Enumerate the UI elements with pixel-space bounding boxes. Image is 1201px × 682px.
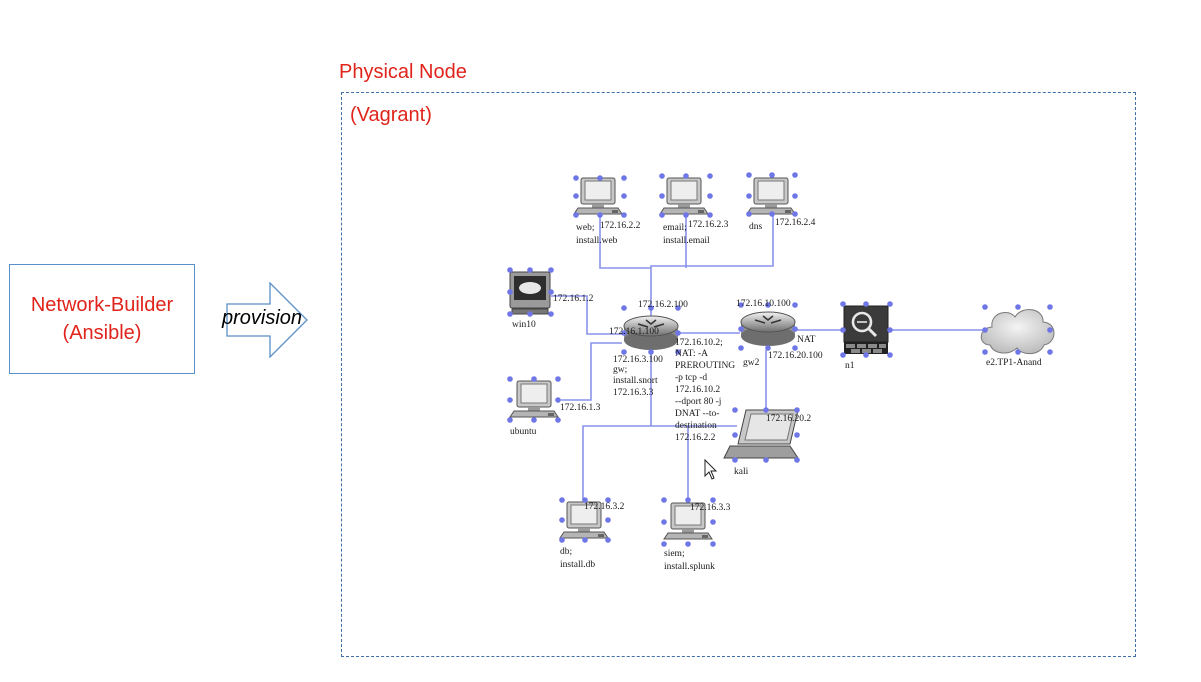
- network-builder-box: Network-Builder (Ansible): [9, 264, 195, 374]
- db-name: db;: [560, 547, 572, 557]
- connection-lines: [551, 212, 985, 500]
- gw2-ip-right: 172.16.20.100: [768, 351, 823, 361]
- nat-rule-line: -p tcp -d: [675, 373, 707, 383]
- nat-rule-line: 172.16.10.2: [675, 385, 720, 395]
- siem-server-icon[interactable]: [661, 497, 716, 547]
- email-name: email;: [663, 223, 687, 233]
- kali-laptop-icon[interactable]: [723, 407, 800, 463]
- gw-ip-extra: 172.16.3.3: [613, 388, 654, 398]
- n1-name: n1: [845, 361, 855, 371]
- nat-rule-line: destination: [675, 421, 717, 431]
- ansible-label: (Ansible): [62, 322, 142, 344]
- vagrant-frame: [341, 92, 1136, 657]
- network-builder-label: Network-Builder: [30, 294, 174, 316]
- nat-rule-line: --dport 80 -j: [675, 397, 721, 407]
- db-ip: 172.16.3.2: [584, 502, 625, 512]
- dns-name: dns: [749, 222, 763, 232]
- siem-name: siem;: [664, 549, 685, 559]
- provision-arrow-icon: [226, 282, 308, 358]
- physical-node-title: Physical Node: [339, 61, 467, 83]
- vagrant-label: (Vagrant): [350, 104, 432, 126]
- cloud-name: e2.TP1-Anand: [986, 358, 1042, 368]
- nat-rule-line: 172.16.2.2: [675, 433, 716, 443]
- nat-rule-line: DNAT --to-: [675, 409, 719, 419]
- email-cmd: install.email: [663, 236, 710, 246]
- win10-host-icon[interactable]: [507, 267, 554, 317]
- dns-server-icon[interactable]: [746, 172, 798, 217]
- siem-ip: 172.16.3.3: [690, 503, 731, 513]
- gw-router-icon[interactable]: [621, 305, 681, 355]
- gw2-router-icon[interactable]: [738, 302, 798, 351]
- mouse-cursor-icon: [704, 458, 718, 480]
- gw2-nat-label: NAT: [797, 335, 816, 345]
- gw-ip-top: 172.16.2.100: [638, 300, 688, 310]
- kali-ip: 172.16.20.2: [766, 414, 811, 424]
- email-server-icon[interactable]: [659, 173, 713, 218]
- db-server-icon[interactable]: [559, 497, 611, 543]
- gw2-name: gw2: [743, 358, 760, 368]
- email-ip: 172.16.2.3: [688, 220, 729, 230]
- nat-rule-line: 172.16.10.2;: [675, 338, 723, 348]
- gw2-ip-top: 172.16.10.100: [736, 299, 791, 309]
- gw-name: gw;: [613, 365, 627, 375]
- nat-rule-line: NAT: -A: [675, 349, 708, 359]
- ubuntu-ip: 172.16.1.3: [560, 403, 601, 413]
- win10-ip: 172.16.1.2: [553, 294, 594, 304]
- nat-rule-text: 172.16.10.2; NAT: -A PREROUTING -p tcp -…: [675, 338, 735, 443]
- db-cmd: install.db: [560, 560, 595, 570]
- gw-ip-below: 172.16.3.100: [613, 355, 663, 365]
- web-ip: 172.16.2.2: [600, 221, 641, 231]
- siem-cmd: install.splunk: [664, 562, 715, 572]
- ubuntu-host-icon[interactable]: [507, 376, 561, 423]
- gw-cmd: install.snort: [613, 376, 658, 386]
- n1-firewall-icon[interactable]: [840, 301, 893, 358]
- kali-name: kali: [734, 467, 749, 477]
- nat-rule-line: PREROUTING: [675, 361, 735, 371]
- dns-ip: 172.16.2.4: [775, 218, 816, 228]
- gw-ip-left: 172.16.1.100: [609, 327, 659, 337]
- web-name: web;: [576, 223, 594, 233]
- cloud-icon[interactable]: [980, 304, 1055, 355]
- ubuntu-name: ubuntu: [510, 427, 537, 437]
- web-cmd: install.web: [576, 236, 618, 246]
- win10-name: win10: [512, 320, 536, 330]
- web-server-icon[interactable]: [573, 175, 627, 218]
- provision-label: provision: [222, 307, 303, 329]
